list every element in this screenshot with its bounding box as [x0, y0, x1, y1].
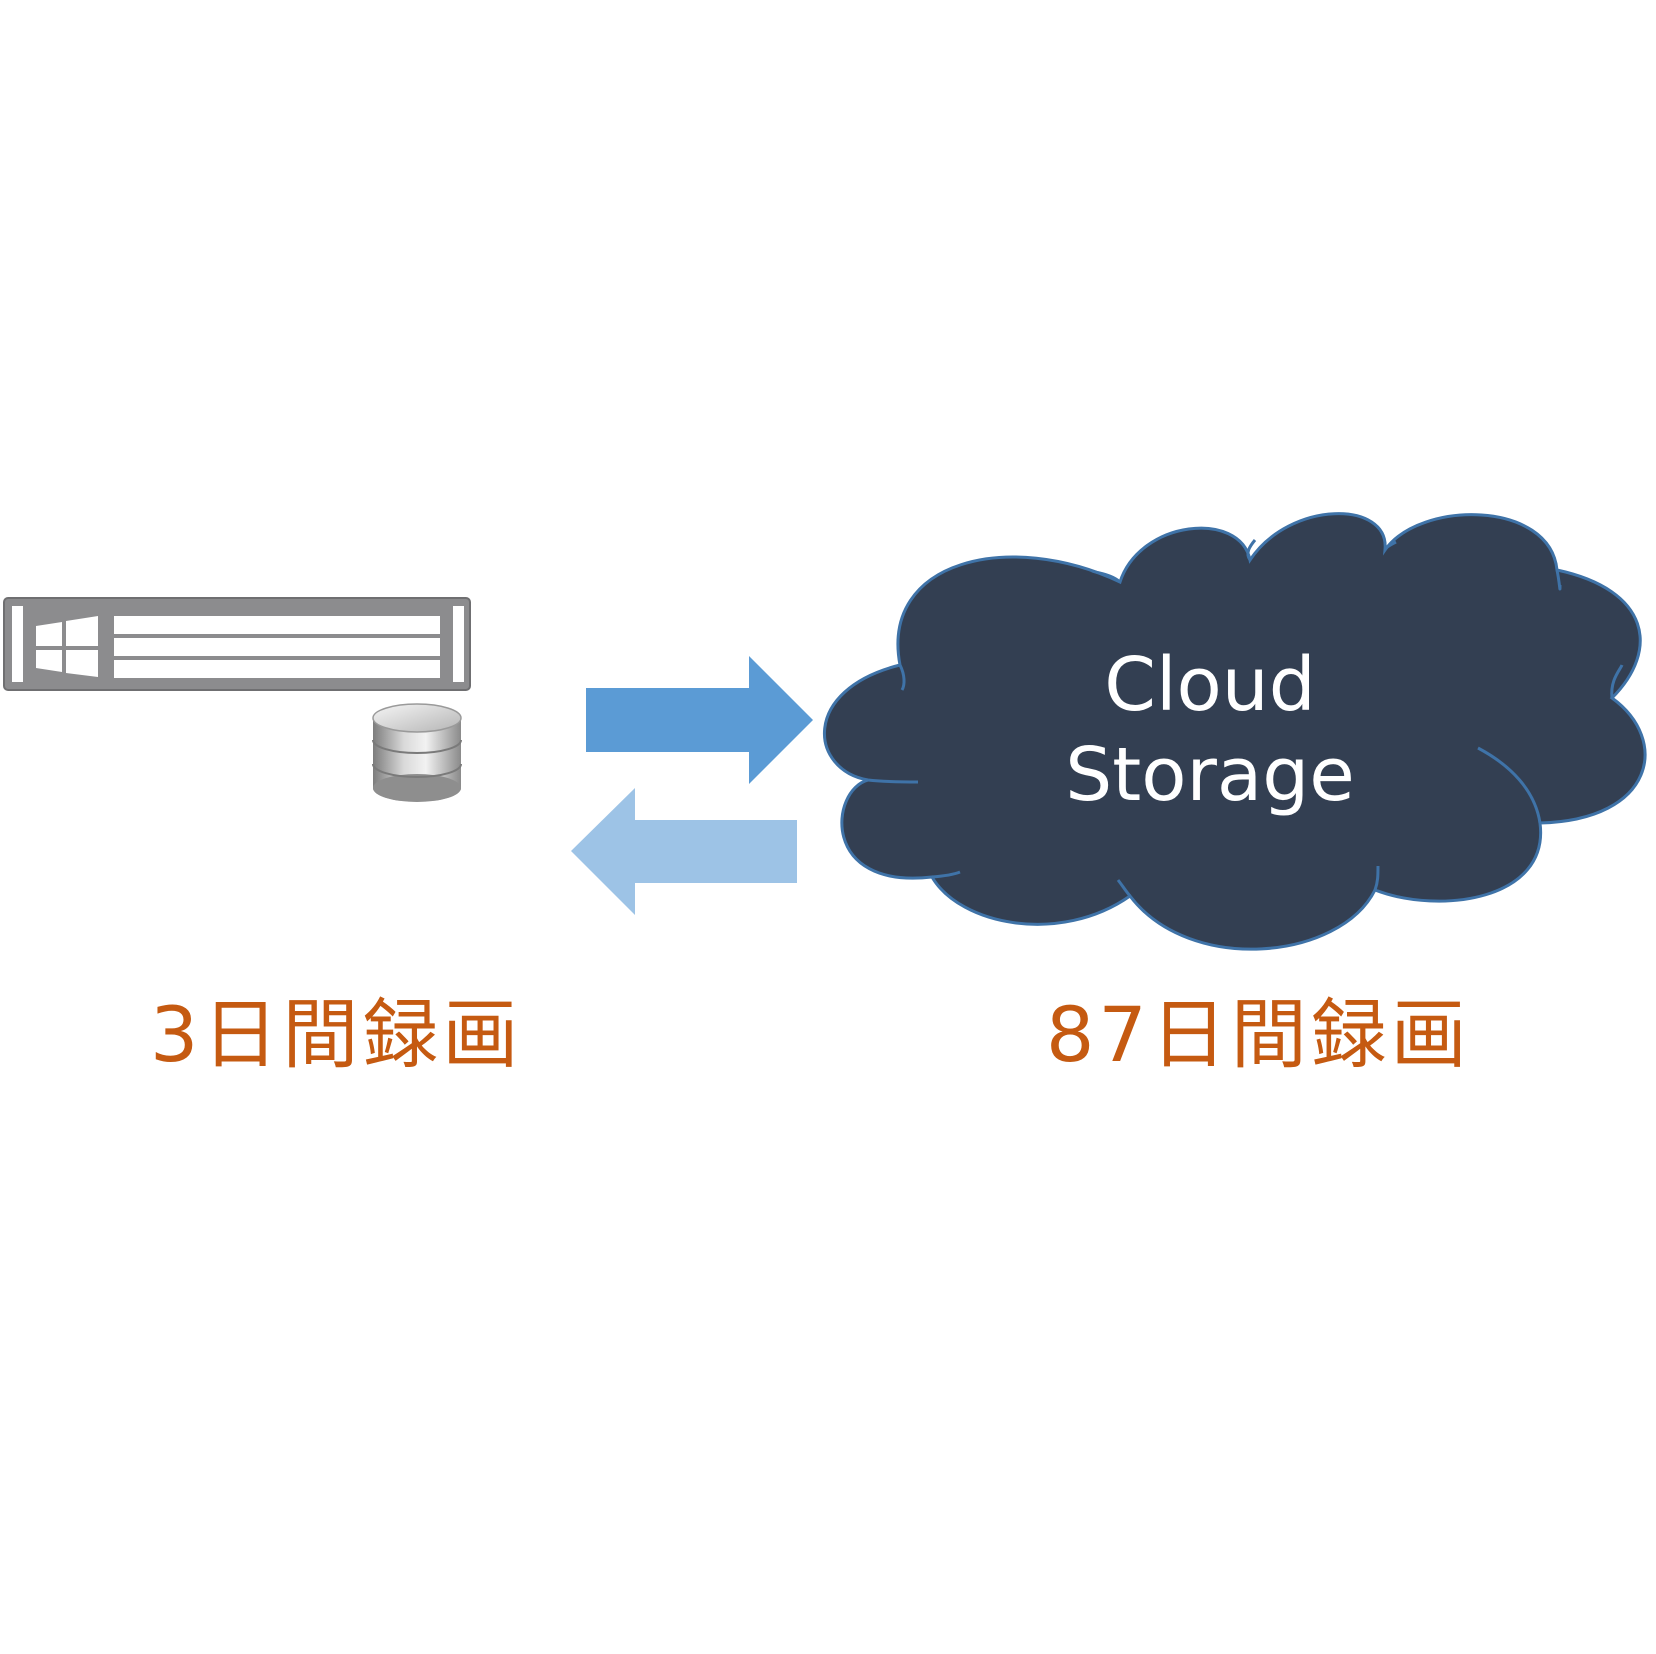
cloud-storage-shape: Cloud Storage [823, 512, 1647, 951]
cloud-label-line1: Cloud [1104, 642, 1315, 728]
windows-logo-icon [36, 616, 98, 677]
server-rack-icon [3, 597, 471, 691]
local-retention-caption: 3日間録画 [150, 990, 523, 1079]
database-icon [372, 703, 462, 802]
cloud-retention-caption: 87日間録画 [1046, 990, 1471, 1079]
arrow-right-icon [586, 656, 813, 784]
arrow-left-icon [571, 788, 797, 915]
cloud-label-line2: Storage [1065, 732, 1355, 818]
